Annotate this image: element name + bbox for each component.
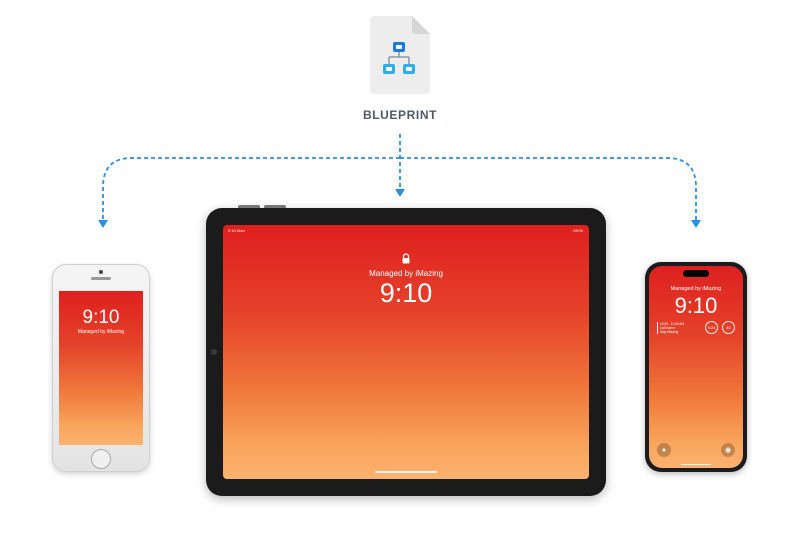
- flashlight-icon[interactable]: ●: [657, 443, 671, 457]
- iphone-pro-device[interactable]: Managed by iMazing 9:10 10:00 - 11:00 AM…: [645, 262, 747, 472]
- connector-right: [400, 157, 697, 220]
- lock-icon: [402, 253, 410, 264]
- front-camera: [211, 349, 217, 355]
- blueprint-label: BLUEPRINT: [362, 108, 438, 122]
- iphone-se-screen: 9:10 Managed by iMazing: [59, 291, 143, 445]
- status-bar-battery: 100%: [572, 228, 583, 233]
- dynamic-island: [683, 270, 709, 277]
- lock-screen-time: 9:10: [82, 307, 120, 328]
- clock-ring-widget[interactable]: 9:24: [705, 321, 718, 334]
- weather-ring-widget[interactable]: 40: [722, 321, 735, 334]
- iphone-se-device[interactable]: 9:10 Managed by iMazing: [52, 264, 150, 472]
- calendar-widget[interactable]: 10:00 - 11:00 AM Call Karim Stay iMazing: [657, 322, 688, 334]
- managed-by-text: Managed by iMazing: [77, 329, 125, 335]
- lock-screen-time: 9:10: [379, 278, 433, 308]
- volume-button: [238, 205, 260, 208]
- status-bar-time: 9:10 Mon: [228, 228, 245, 233]
- arrowhead-left: [98, 220, 108, 228]
- ipad-screen: 9:10 Mon 100% Managed by iMazing 9:10: [223, 225, 589, 479]
- home-indicator[interactable]: [375, 471, 437, 473]
- calendar-widget-line: Call Karim: [660, 326, 675, 330]
- front-camera: [99, 270, 103, 274]
- ipad-device[interactable]: 9:10 Mon 100% Managed by iMazing 9:10: [206, 205, 606, 496]
- calendar-widget-line: Stay iMazing: [660, 330, 679, 334]
- managed-by-text: Managed by iMazing: [369, 269, 443, 278]
- managed-by-text: Managed by iMazing: [670, 286, 722, 292]
- lock-screen-time: 9:10: [674, 293, 718, 318]
- iphone-pro-screen: Managed by iMazing 9:10 10:00 - 11:00 AM…: [649, 266, 743, 468]
- blueprint-file-icon[interactable]: [370, 16, 430, 94]
- volume-button: [264, 205, 286, 208]
- home-indicator[interactable]: [681, 463, 711, 465]
- home-button[interactable]: [91, 449, 111, 469]
- connector-left: [102, 157, 400, 220]
- earpiece-speaker: [91, 277, 111, 280]
- calendar-widget-line: 10:00 - 11:00 AM: [660, 322, 685, 326]
- arrowhead-right: [691, 220, 701, 228]
- camera-icon[interactable]: ◉: [721, 443, 735, 457]
- arrowhead-center: [395, 189, 405, 197]
- org-chart-icon: [383, 42, 415, 74]
